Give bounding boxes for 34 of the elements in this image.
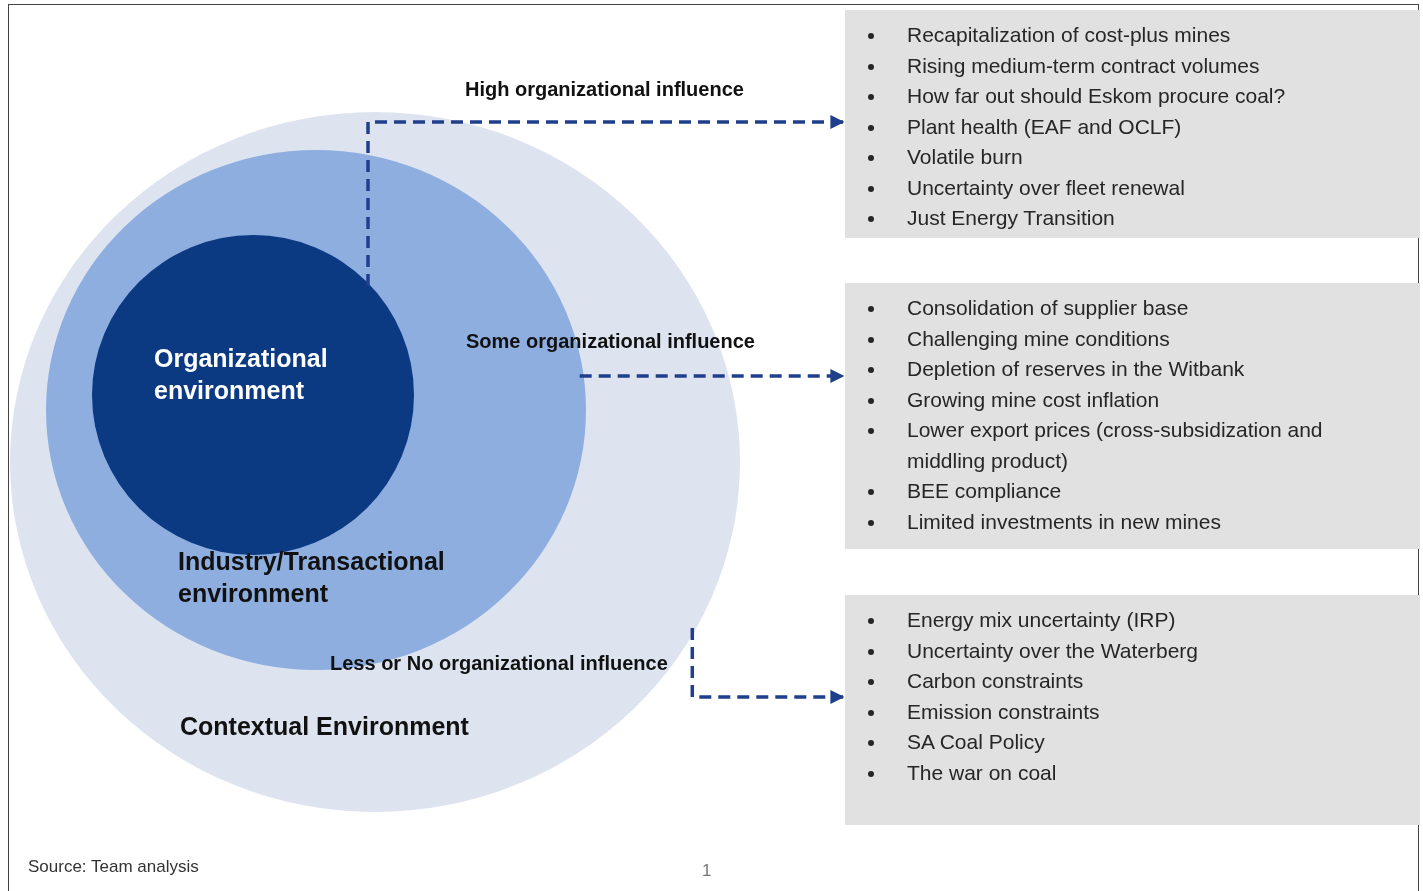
bullet-item: Just Energy Transition [907, 203, 1400, 234]
bullet-item: Carbon constraints [907, 666, 1400, 697]
bullet-item: Growing mine cost inflation [907, 384, 1400, 415]
bullet-item: SA Coal Policy [907, 727, 1400, 758]
bullet-item: Plant health (EAF and OCLF) [907, 111, 1400, 142]
bullet-item: How far out should Eskom procure coal? [907, 81, 1400, 112]
bullet-item: Uncertainty over fleet renewal [907, 172, 1400, 203]
dashed-arrow [366, 115, 845, 286]
bullet-item: Consolidation of supplier base [907, 293, 1400, 324]
bullet-item: Challenging mine conditions [907, 323, 1400, 354]
bullet-item: Depletion of reserves in the Witbank [907, 354, 1400, 385]
bullet-item: Limited investments in new mines [907, 506, 1400, 537]
circle-label: Organizational environment [154, 343, 329, 406]
edge-label: Less or No organizational influence [330, 652, 668, 675]
bullet-item: Rising medium-term contract volumes [907, 50, 1400, 81]
bullet-item: Volatile burn [907, 142, 1400, 173]
edge-label: Some organizational influence [466, 330, 755, 353]
circle-label: Contextual Environment [180, 711, 470, 742]
circle-label: Industry/Transactional environment [178, 546, 446, 609]
edge-label: High organizational influence [465, 78, 744, 101]
text-panel [845, 283, 1420, 549]
text-panel [845, 595, 1420, 825]
bullet-item: Uncertainty over the Waterberg [907, 635, 1400, 666]
bullet-item: Lower export prices (cross-subsidization and middling product) [907, 415, 1400, 476]
bullet-item: Energy mix uncertainty (IRP) [907, 605, 1400, 636]
dashed-arrow [579, 369, 845, 383]
page-number: 1 [702, 861, 712, 881]
bullet-item: Emission constraints [907, 696, 1400, 727]
bullet-item: The war on coal [907, 757, 1400, 788]
caption: Source: Team analysis [28, 857, 199, 877]
text-panel [845, 10, 1420, 238]
dashed-arrow [690, 628, 845, 704]
bullet-item: Recapitalization of cost-plus mines [907, 20, 1400, 51]
bullet-item: BEE compliance [907, 476, 1400, 507]
